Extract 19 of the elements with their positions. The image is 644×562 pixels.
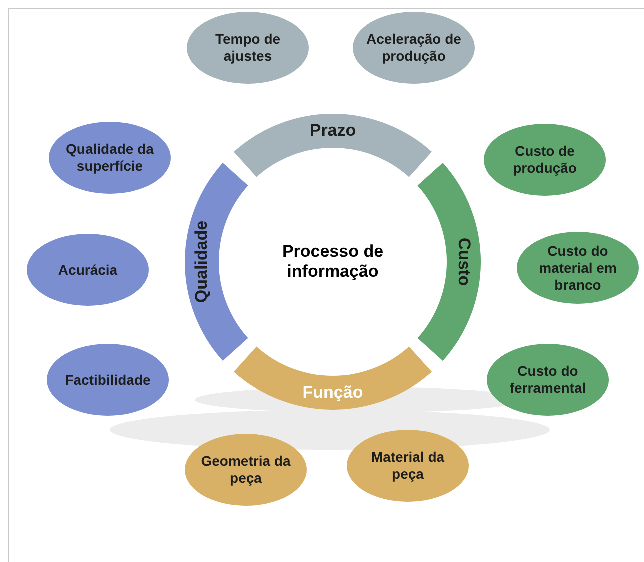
ring-segment (233, 346, 433, 410)
node-label: Material da peça (370, 449, 446, 483)
segment-label: Custo (454, 238, 474, 286)
node-label: Aceleração de produção (366, 31, 462, 65)
segment-label: Qualidade (192, 220, 212, 304)
node-label: Factibilidade (65, 372, 151, 388)
center-label: Processo de informação (281, 242, 385, 282)
node-label: Qualidade da superfície (65, 141, 155, 175)
node-label: Custo do material em branco (538, 242, 618, 294)
node-label: Tempo de ajustes (214, 31, 282, 65)
node-label: Custo de produção (512, 143, 578, 177)
node-label: Custo do ferramental (508, 363, 588, 397)
segment-label: Prazo (310, 121, 356, 141)
ring-segment (417, 162, 481, 362)
node-label: Geometria da peça (200, 453, 292, 487)
ring-segment (185, 162, 249, 362)
node-label: Acurácia (58, 262, 118, 278)
segment-label: Função (302, 383, 364, 403)
ring-segment (233, 114, 433, 178)
